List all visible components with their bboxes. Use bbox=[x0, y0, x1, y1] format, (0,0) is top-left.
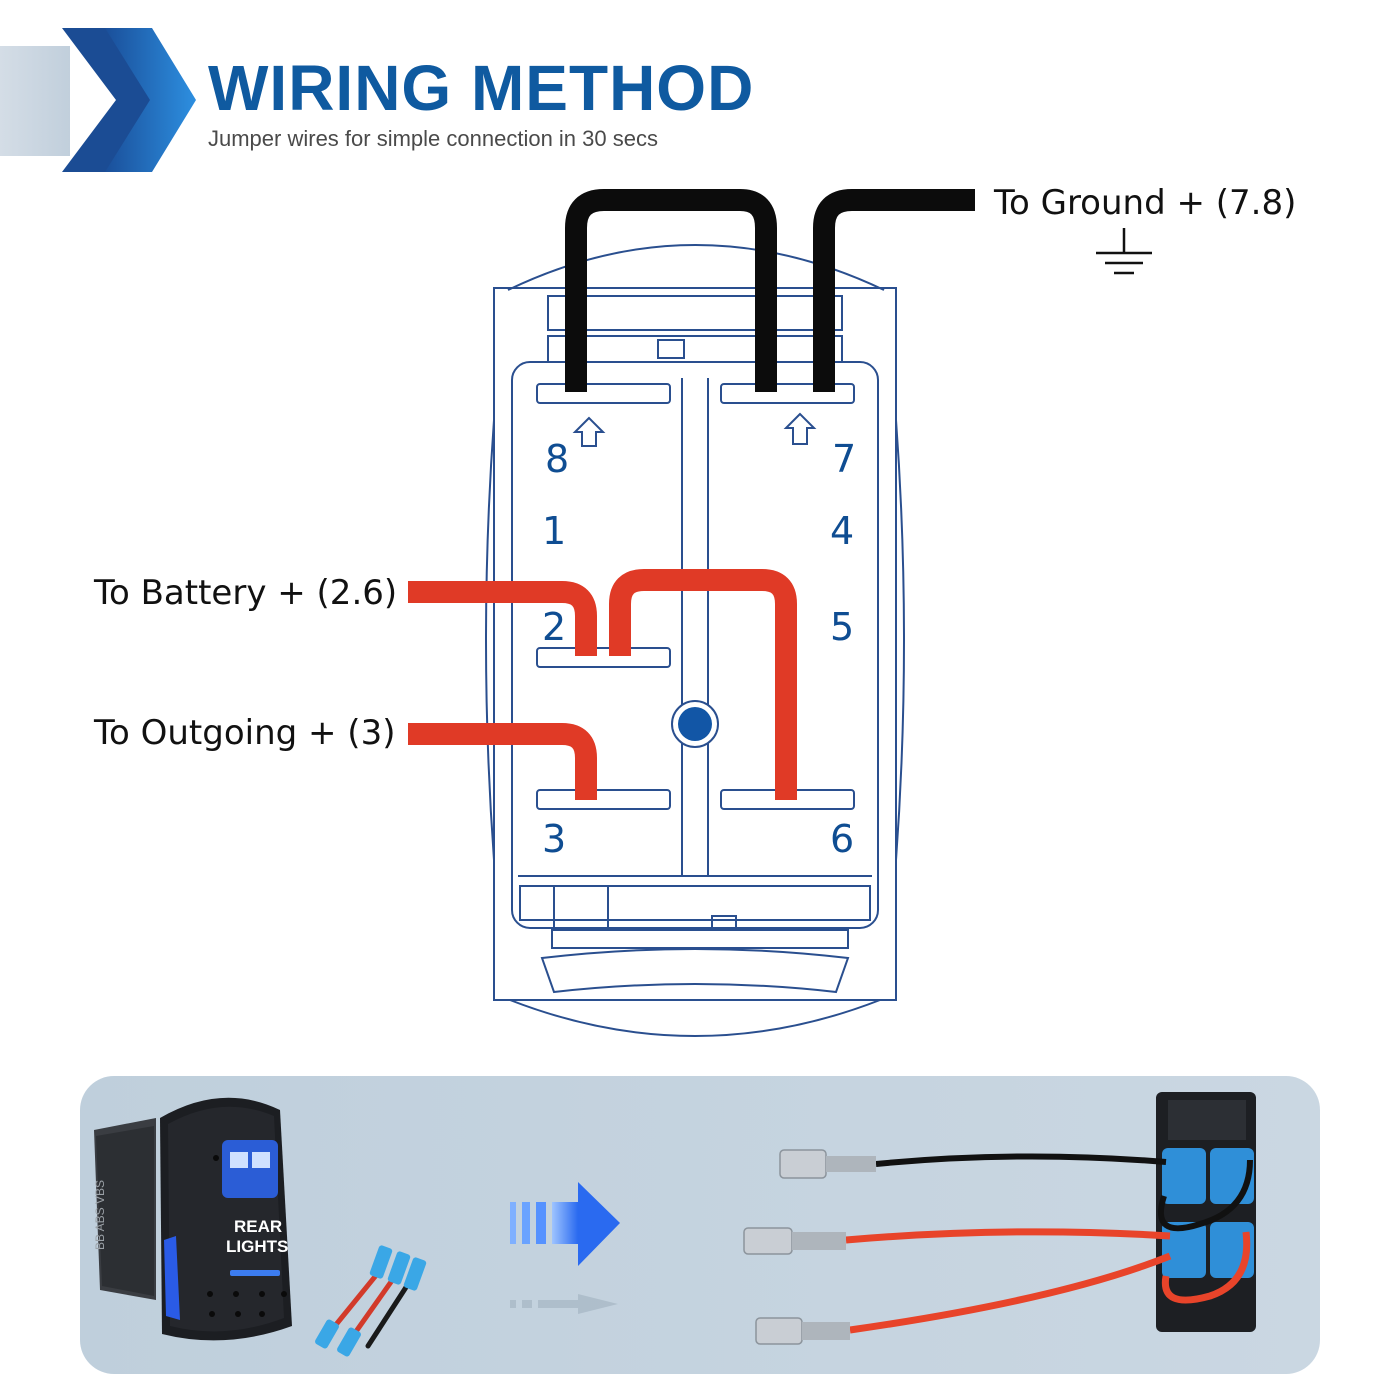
switch-right-side bbox=[895, 419, 905, 861]
top-latch bbox=[547, 295, 843, 331]
terminal-7 bbox=[720, 383, 855, 404]
bottom-plate bbox=[519, 885, 871, 921]
red-wires bbox=[408, 569, 797, 800]
switch-side-led bbox=[164, 1236, 180, 1320]
wired-switch-photo bbox=[743, 1092, 1256, 1345]
bottom-notch bbox=[711, 915, 737, 929]
pin-6: 6 bbox=[830, 817, 854, 861]
switch-label-line2: LIGHTS bbox=[226, 1237, 288, 1256]
battery-label: To Battery + (2.6) bbox=[93, 573, 397, 613]
page-subtitle: Jumper wires for simple connection in 30… bbox=[208, 126, 658, 151]
jumper-2-6 bbox=[609, 569, 797, 800]
top-step bbox=[547, 335, 843, 363]
header-banner: WIRING METHOD Jumper wires for simple co… bbox=[0, 28, 754, 172]
bottom-step bbox=[551, 929, 849, 949]
page-title: WIRING METHOD bbox=[208, 52, 754, 124]
terminal-3 bbox=[536, 789, 671, 810]
outgoing-lead bbox=[408, 723, 597, 800]
product-panel: BB ABS VBS REAR LIGHTS bbox=[80, 1076, 1320, 1374]
banner-bar bbox=[0, 46, 70, 156]
pin-1: 1 bbox=[542, 509, 566, 553]
ground-lead bbox=[813, 189, 975, 392]
jumper-bundle-photo bbox=[315, 1245, 427, 1357]
chevron-banner-icon bbox=[62, 28, 196, 172]
jumper-8-7 bbox=[565, 189, 777, 392]
switch-icon-window bbox=[222, 1140, 278, 1198]
battery-lead bbox=[408, 581, 597, 656]
bottom-block bbox=[553, 885, 609, 931]
switch-side-marks: BB ABS VBS bbox=[93, 1180, 107, 1250]
up-arrow-icon bbox=[572, 416, 606, 447]
center-pivot bbox=[671, 700, 719, 748]
pin-5: 5 bbox=[830, 605, 854, 649]
terminal-8 bbox=[536, 383, 671, 404]
up-arrow-icon bbox=[783, 412, 817, 445]
switch-outline bbox=[485, 244, 905, 1037]
pin-7: 7 bbox=[832, 437, 856, 481]
terminal-2 bbox=[536, 647, 671, 668]
switch-left-side bbox=[485, 419, 495, 861]
ground-wire bbox=[565, 189, 975, 392]
pin-8: 8 bbox=[545, 437, 569, 481]
pin-2: 2 bbox=[542, 605, 566, 649]
switch-label-line1: REAR bbox=[234, 1217, 282, 1236]
ground-label: To Ground + (7.8) bbox=[993, 183, 1296, 223]
ground-symbol-icon bbox=[1096, 228, 1152, 275]
switch-frame bbox=[493, 287, 897, 1001]
switch-bottom-curve bbox=[509, 999, 881, 1037]
pin-3: 3 bbox=[542, 817, 566, 861]
switch-indicator-bar bbox=[230, 1270, 280, 1276]
right-arrow-icon bbox=[510, 1182, 620, 1314]
rocker-switch-photo: BB ABS VBS REAR LIGHTS bbox=[93, 1097, 292, 1341]
pin-4: 4 bbox=[830, 509, 854, 553]
outgoing-label: To Outgoing + (3) bbox=[93, 713, 395, 753]
top-notch bbox=[657, 339, 685, 359]
bottom-latch bbox=[540, 948, 850, 994]
